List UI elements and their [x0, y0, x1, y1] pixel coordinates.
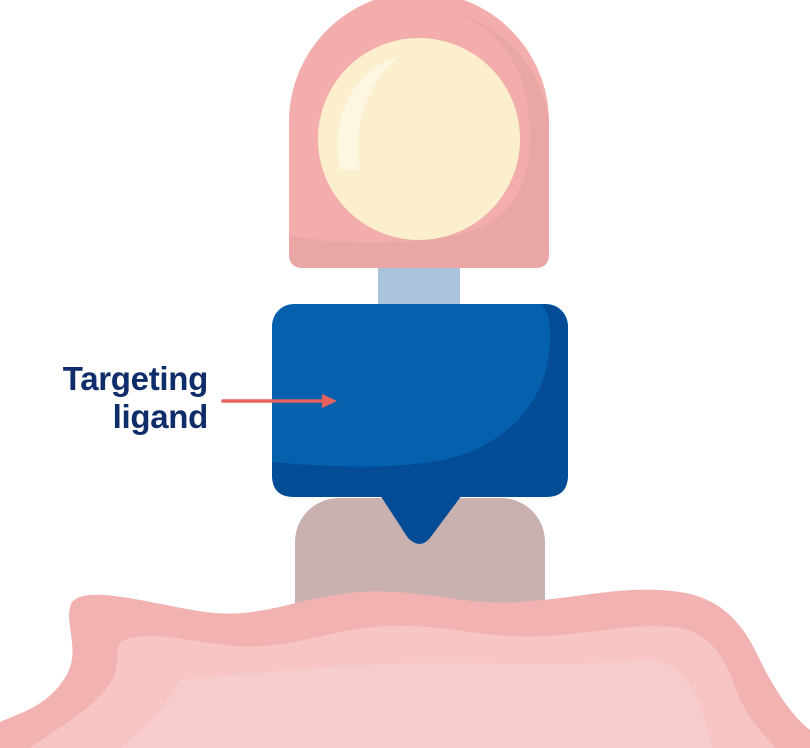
targeting-ligand-label: Targeting ligand: [63, 360, 208, 436]
label-line-1: Targeting: [63, 360, 208, 398]
label-line-2: ligand: [63, 398, 208, 436]
